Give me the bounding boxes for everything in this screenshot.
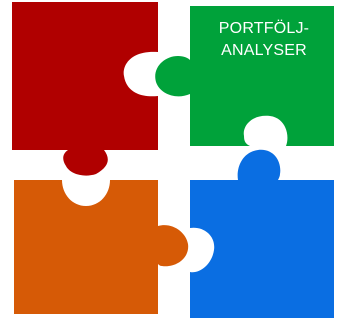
puzzle-piece-blue (190, 149, 334, 318)
puzzle-piece-red (12, 2, 158, 176)
puzzle-label-line-2: ANALYSER (221, 42, 307, 59)
puzzle-piece-green (155, 6, 334, 146)
puzzle-label-line-1: PORTFÖLJ- (219, 19, 309, 37)
puzzle-piece-orange (14, 180, 189, 314)
